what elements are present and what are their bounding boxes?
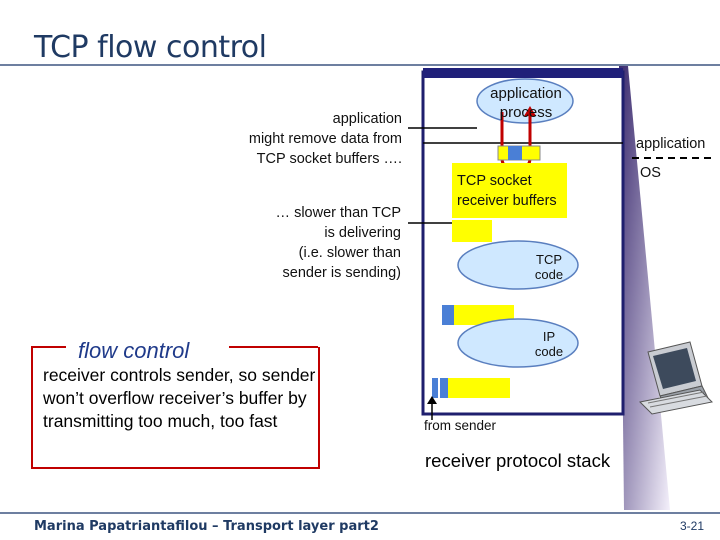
tcp-code-label: TCP code (527, 252, 571, 282)
tcp-code-line-2: code (534, 267, 564, 282)
ip-segment-header-1 (432, 378, 438, 398)
flow-control-border-right (229, 346, 318, 348)
ip-code-line-2: code (534, 344, 564, 359)
socket-buffer-line-1: TCP socket (457, 173, 532, 189)
application-label: application (636, 136, 706, 152)
app-read-arrowhead (524, 106, 536, 116)
stack-side-face (619, 66, 670, 510)
socket-buffer-line-2: receiver buffers (457, 193, 557, 209)
app-small-buffer-cell (508, 146, 522, 160)
ip-code-label: IP code (527, 329, 571, 359)
ip-segment-payload (448, 378, 510, 398)
note-slower-line-4: sender is sending) (282, 265, 402, 281)
flow-control-body: receiver controls sender, so sender won’… (43, 365, 316, 431)
socket-buffer-label: TCP socket receiver buffers (457, 171, 577, 211)
note-remove-line-2: might remove data from (248, 131, 402, 147)
note-slower-line-3: (i.e. slower than (298, 245, 401, 261)
note-slower-than-tcp: … slower than TCP is delivering (i.e. sl… (220, 203, 401, 283)
ip-segment-header-2 (440, 378, 448, 398)
ip-code-line-1: IP (542, 329, 556, 344)
computer-icon (638, 341, 714, 415)
title-divider (0, 64, 720, 66)
app-process-line-1: application (490, 85, 562, 102)
flow-control-title: flow control (78, 338, 190, 363)
from-sender-arrowhead (427, 396, 437, 404)
note-application-remove: application might remove data from TCP s… (180, 109, 402, 169)
flow-control-border-left (31, 346, 66, 348)
note-remove-line-3: TCP socket buffers …. (256, 151, 402, 167)
note-slower-line-1: … slower than TCP (275, 205, 401, 221)
note-slower-line-2: is delivering (324, 225, 401, 241)
os-label: OS (640, 165, 661, 181)
ip-code-bubble (457, 318, 579, 368)
app-process-line-2: process (499, 104, 553, 121)
tcp-code-line-1: TCP (536, 252, 562, 267)
note-remove-line-1: application (332, 111, 402, 127)
tcp-code-bubble (457, 240, 579, 290)
footer-divider (0, 512, 720, 514)
from-sender-label: from sender (424, 418, 497, 433)
socket-buffer-lower (452, 220, 492, 242)
flow-control-box (31, 347, 320, 469)
footer-author: Marina Papatriantafilou – Transport laye… (34, 519, 379, 534)
page-number: 3-21 (680, 519, 705, 533)
slide-title: TCP flow control (34, 30, 267, 65)
tcp-segment (442, 305, 454, 325)
app-process-label: application process (478, 84, 574, 122)
socket-buffer (452, 163, 567, 218)
stack-top-band (423, 68, 623, 78)
stack-caption: receiver protocol stack (425, 450, 611, 471)
